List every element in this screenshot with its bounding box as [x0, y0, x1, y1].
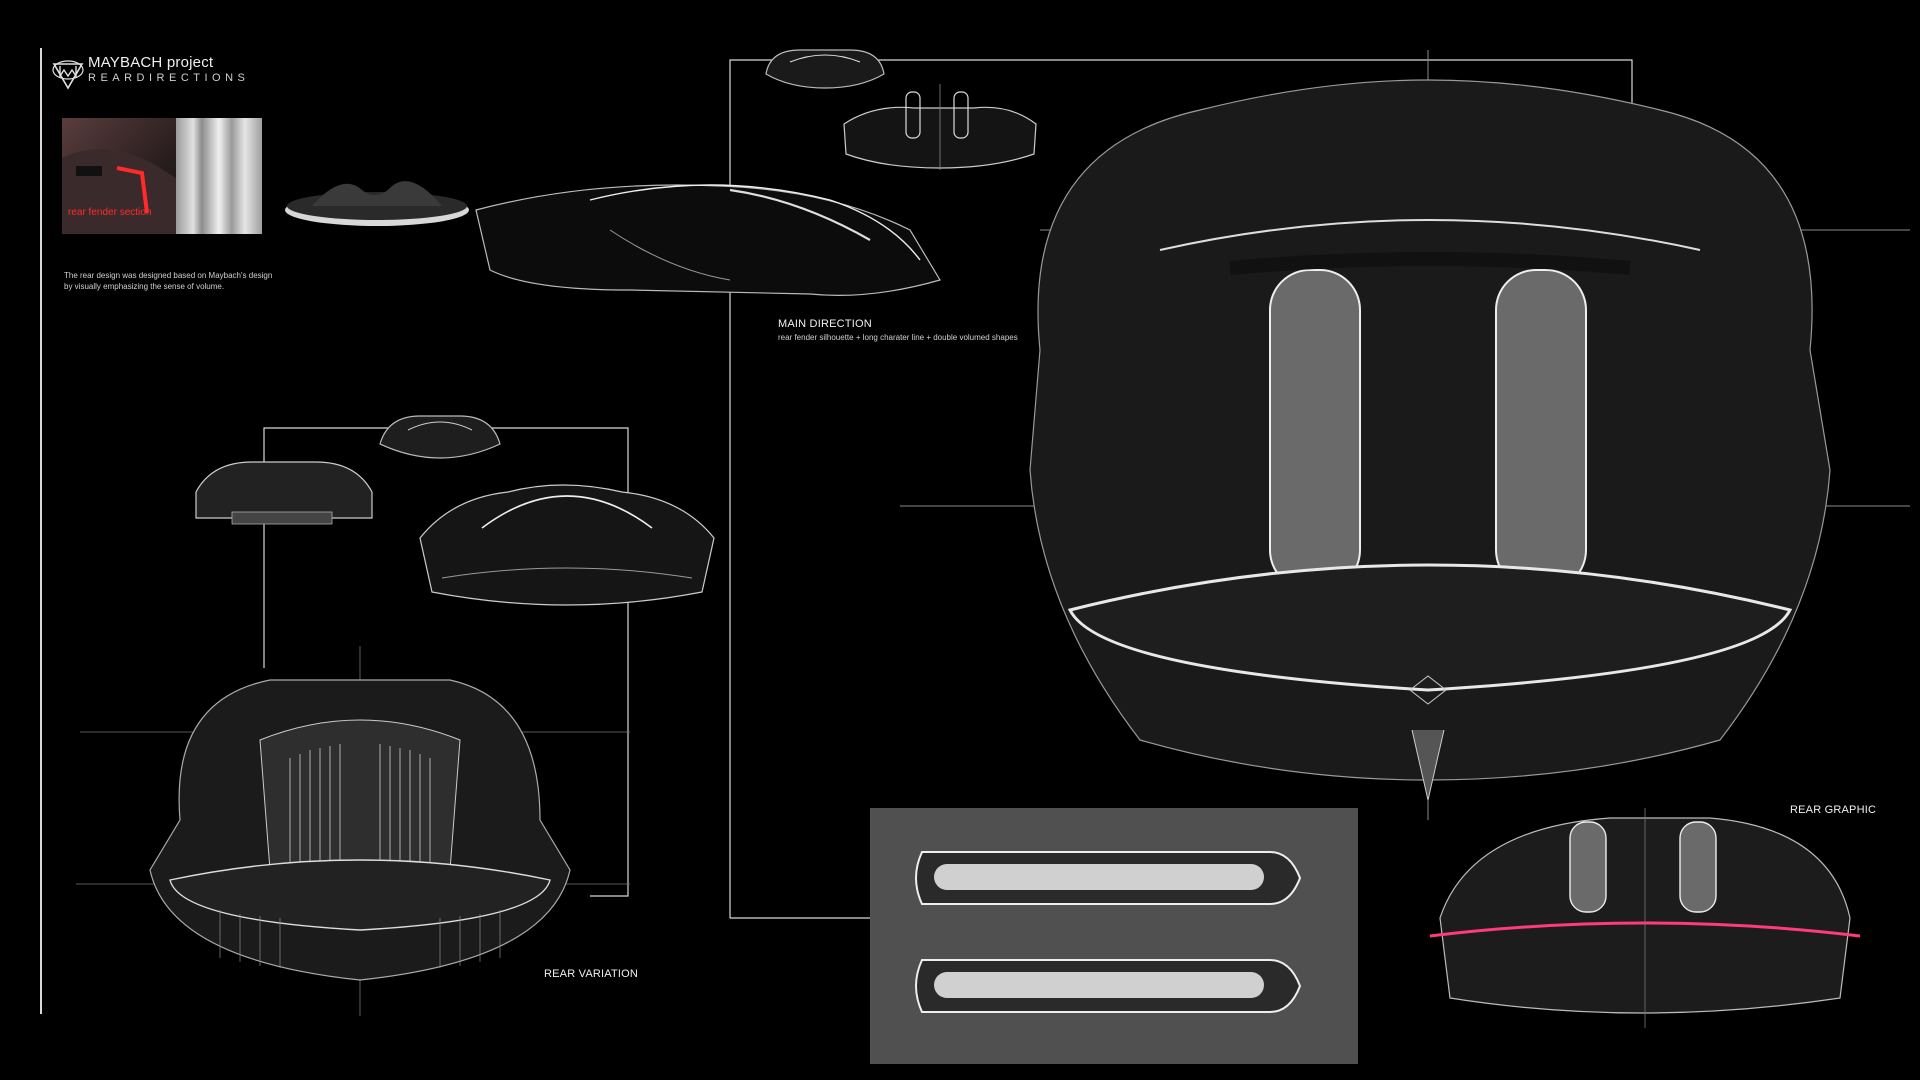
- rear-sketch-top-small: [765, 49, 885, 89]
- variation-sketch-left: [195, 461, 373, 525]
- left-border-rule: [40, 48, 42, 1014]
- surface-panel-tile: [176, 118, 262, 234]
- maybach-logo-icon: [52, 60, 84, 90]
- rear-sketch-top-medium: [843, 84, 1037, 170]
- reference-thumbnail: rear fender section: [62, 118, 176, 234]
- rear-fender-label: rear fender section: [68, 207, 152, 218]
- main-direction-label: MAIN DIRECTION: [778, 318, 872, 330]
- main-direction-caption: rear fender silhouette + long charater l…: [778, 333, 1018, 342]
- reference-description: The rear design was designed based on Ma…: [64, 270, 304, 292]
- rear-variation-label: REAR VARIATION: [544, 968, 639, 980]
- rear-variation-render: [76, 646, 630, 1016]
- variation-sketch-right: [419, 484, 715, 606]
- side-profile-sketch: [475, 184, 941, 296]
- rear-graphic-label: REAR GRAPHIC: [1790, 804, 1877, 816]
- main-rear-render: [900, 50, 1910, 820]
- description-line-1: The rear design was designed based on Ma…: [64, 271, 273, 280]
- rear-graphic-detail-panel: [870, 808, 1358, 1064]
- rear-graphic-render: [1429, 808, 1861, 1028]
- volume-study-object: [285, 181, 469, 226]
- rear-fender-photo: [62, 149, 176, 234]
- board-title: MAYBACH project: [88, 54, 214, 71]
- variation-sketch-small: [379, 415, 501, 459]
- rear-lamp-detail-sketch: [915, 851, 1302, 1013]
- board-subtitle: REARDIRECTIONS: [88, 72, 250, 84]
- description-line-2: by visually emphasizing the sense of vol…: [64, 282, 225, 291]
